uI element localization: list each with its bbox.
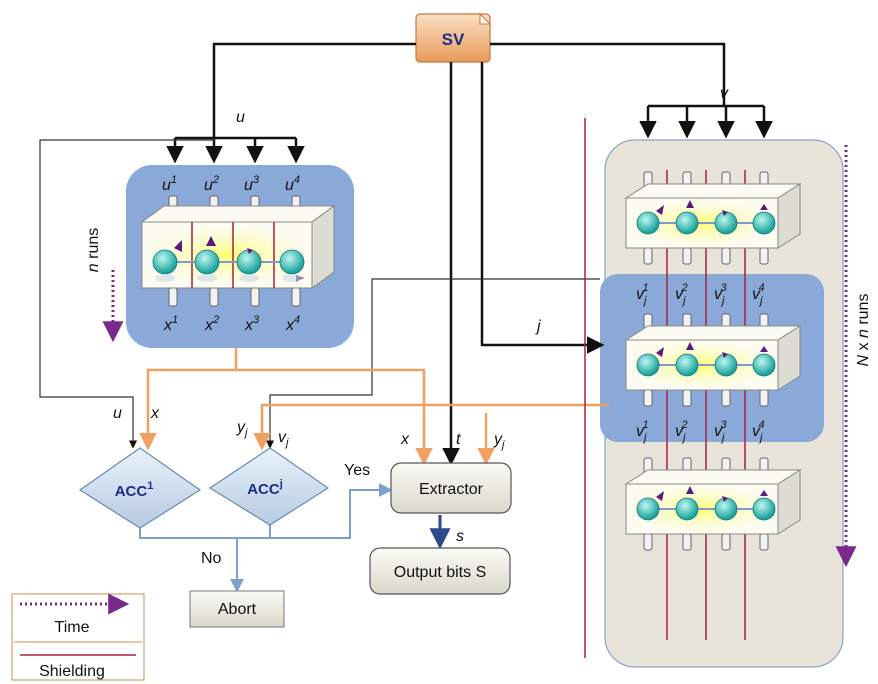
x-acc-label: x — [150, 405, 160, 422]
vj1-top-label: vj1 — [636, 282, 649, 307]
sv-node[interactable]: SV — [415, 12, 492, 63]
j-label: j — [535, 318, 541, 335]
legend: Time Shielding — [11, 593, 145, 681]
legend-time-label: Time — [55, 619, 90, 636]
abort-node[interactable]: Abort — [189, 590, 285, 628]
vj4-bottom-label: vj4 — [752, 419, 765, 444]
accj-label: ACCj — [247, 478, 283, 498]
yj-ext-label: yj — [493, 431, 505, 451]
vj2-bottom-label: vj2 — [675, 419, 688, 444]
orange-connectors — [139, 348, 609, 466]
sv-label: SV — [442, 30, 465, 49]
vj3-bottom-label: vj3 — [714, 419, 727, 444]
vj3-top-label: vj3 — [714, 282, 727, 307]
u-bus-label: u — [236, 109, 245, 126]
x2-label: x2 — [204, 314, 219, 334]
sv-connectors — [166, 42, 773, 466]
accj-node[interactable]: ACCj — [208, 447, 330, 526]
blue-connectors — [139, 483, 393, 593]
no-label: No — [201, 550, 222, 567]
yes-label: Yes — [344, 462, 370, 479]
extractor-node[interactable]: Extractor — [390, 462, 512, 514]
x1-label: x1 — [163, 314, 178, 334]
legend-shielding-label: Shielding — [39, 663, 105, 680]
right-runs-label: N x n runs — [855, 294, 872, 367]
vj2-top-label: vj2 — [675, 282, 688, 307]
vj4-top-label: vj4 — [752, 282, 765, 307]
acc1-label: ACC1 — [115, 480, 154, 500]
yj-acc-label: yj — [236, 419, 248, 439]
thin-connectors — [39, 138, 600, 449]
x3-label: x3 — [244, 314, 260, 334]
s-label: s — [456, 528, 464, 545]
u2-label: u2 — [204, 174, 219, 194]
output-label: Output bits S — [394, 564, 487, 581]
abort-label: Abort — [218, 601, 257, 618]
vj-acc-label: vj — [278, 429, 289, 449]
vj1-bottom-label: vj1 — [636, 419, 649, 444]
output-node[interactable]: Output bits S — [369, 547, 511, 595]
v-bus-label: v — [720, 85, 729, 102]
x4-label: x4 — [285, 314, 300, 334]
extractor-label: Extractor — [419, 481, 484, 498]
u-acc-label: u — [113, 405, 122, 422]
left-module-box — [140, 195, 336, 307]
left-runs-label: n runs — [85, 228, 102, 272]
u1-label: u1 — [162, 174, 177, 194]
x-ext-label: x — [400, 431, 410, 448]
acc1-node[interactable]: ACC1 — [78, 447, 202, 529]
t-label: t — [456, 431, 461, 448]
u3-label: u3 — [244, 174, 260, 194]
u4-label: u4 — [285, 174, 300, 194]
right-module-box-top — [624, 171, 802, 265]
